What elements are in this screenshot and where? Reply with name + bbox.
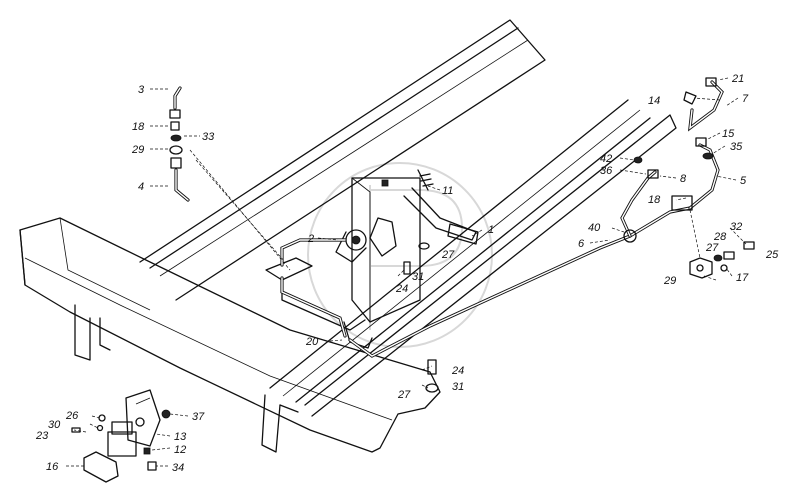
label-32: 32 [730, 221, 742, 233]
front-cross-member [19, 217, 441, 453]
label-8: 8 [680, 173, 687, 185]
label-18-right: 18 [648, 194, 661, 206]
brake-pipes [173, 80, 724, 358]
fittings [169, 77, 755, 393]
label-24-lower: 24 [451, 365, 464, 377]
label-12: 12 [174, 444, 186, 456]
label-3: 3 [138, 84, 145, 96]
label-28: 28 [713, 231, 727, 243]
label-31-lower: 31 [452, 381, 464, 393]
label-29: 29 [131, 144, 144, 156]
label-21: 21 [731, 73, 744, 85]
pedal-assembly [265, 169, 479, 349]
label-7: 7 [742, 93, 749, 105]
label-5: 5 [740, 175, 747, 187]
label-16: 16 [46, 461, 59, 473]
label-6: 6 [578, 238, 585, 250]
label-40: 40 [588, 222, 601, 234]
label-37: 37 [192, 411, 205, 423]
label-18: 18 [132, 121, 145, 133]
frame-rails [139, 19, 677, 417]
valve-assembly [71, 389, 171, 483]
label-1: 1 [488, 224, 494, 236]
label-27: 27 [441, 249, 455, 261]
callout-labels: 3 18 33 29 4 2 11 1 27 31 24 20 24 31 27… [35, 73, 779, 474]
label-20: 20 [305, 336, 319, 348]
label-17: 17 [736, 272, 749, 284]
label-36: 36 [600, 165, 613, 177]
label-25: 25 [765, 249, 779, 261]
label-27-right: 27 [705, 242, 719, 254]
label-42: 42 [600, 153, 612, 165]
label-34: 34 [172, 462, 184, 474]
watermark [307, 162, 493, 348]
label-27-lower: 27 [397, 389, 411, 401]
label-29-right: 29 [663, 275, 676, 287]
label-14: 14 [648, 95, 660, 107]
label-35: 35 [730, 141, 743, 153]
label-23: 23 [35, 430, 49, 442]
label-33: 33 [202, 131, 215, 143]
label-13: 13 [174, 431, 187, 443]
leader-lines [66, 77, 747, 467]
label-4: 4 [138, 181, 144, 193]
label-31: 31 [412, 271, 424, 283]
label-2: 2 [307, 233, 314, 245]
label-30: 30 [48, 419, 61, 431]
label-15: 15 [722, 128, 735, 140]
label-26: 26 [65, 410, 79, 422]
label-24: 24 [395, 283, 408, 295]
label-11: 11 [442, 185, 453, 197]
